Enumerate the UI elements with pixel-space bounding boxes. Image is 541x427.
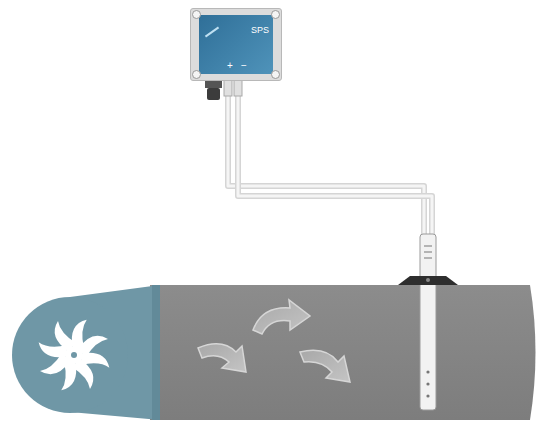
port-label: − [241,61,247,71]
duct [150,285,536,420]
fan-housing [12,297,128,413]
pressure-tubes [228,96,432,236]
screw [271,10,280,19]
sensor-housing: SPS +− [190,8,282,81]
port [224,80,232,96]
screw [271,70,280,79]
airflow-arrows [198,300,350,382]
fan-impeller [36,317,111,392]
screw [192,10,201,19]
flange [152,285,160,420]
port-label: + [227,61,233,71]
sensor-face [199,15,273,74]
pressure-probe [398,234,458,410]
screw [192,70,201,79]
device-name: SPS [251,26,269,35]
cable-gland [205,80,222,100]
fan-hub [71,352,77,358]
port [234,80,242,96]
fan-hub [65,346,83,364]
